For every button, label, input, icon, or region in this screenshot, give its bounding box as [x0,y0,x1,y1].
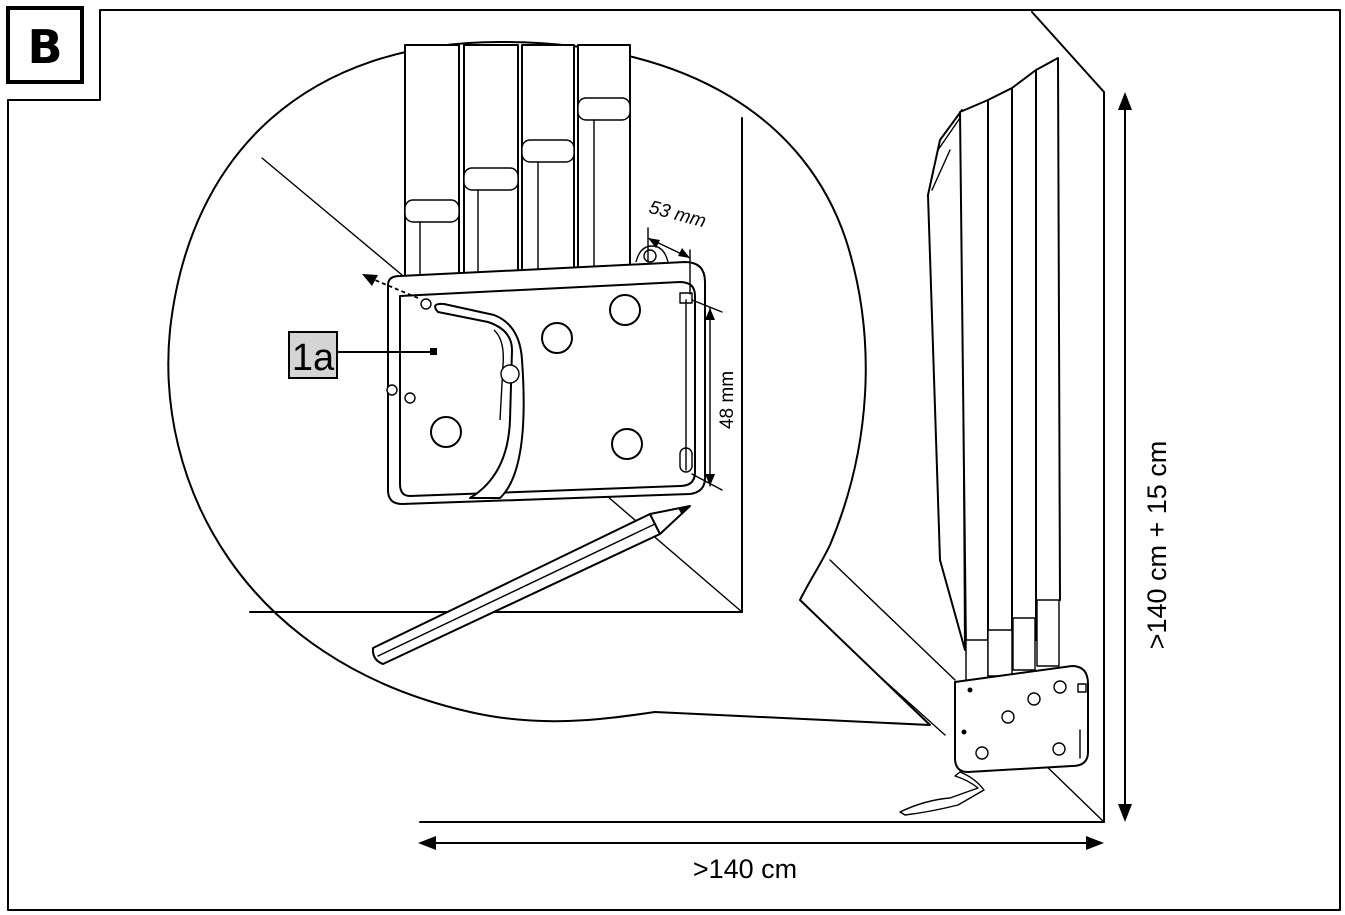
step-label: B [27,20,62,74]
wall-overview [418,11,1132,850]
part-label-box [288,331,338,379]
detail-callout [167,41,931,726]
bracket-plate-detail [337,245,706,505]
min-height-label: >140 cm + 15 cm [1142,441,1172,650]
pencil [371,505,691,665]
hole-spacing-height-label: 48 mm [717,371,738,429]
dimension-48mm [691,299,723,491]
height-dimension [1118,92,1132,822]
part-label: 1a [292,337,335,379]
width-dimension [418,836,1104,850]
min-width-label: >140 cm [693,854,797,884]
small-bracket-plate [954,665,1089,773]
folded-rack-arms [927,57,1061,683]
dimension-53mm [647,227,691,295]
detail-rack-arms [404,44,631,286]
diagram-frame [6,6,1341,911]
